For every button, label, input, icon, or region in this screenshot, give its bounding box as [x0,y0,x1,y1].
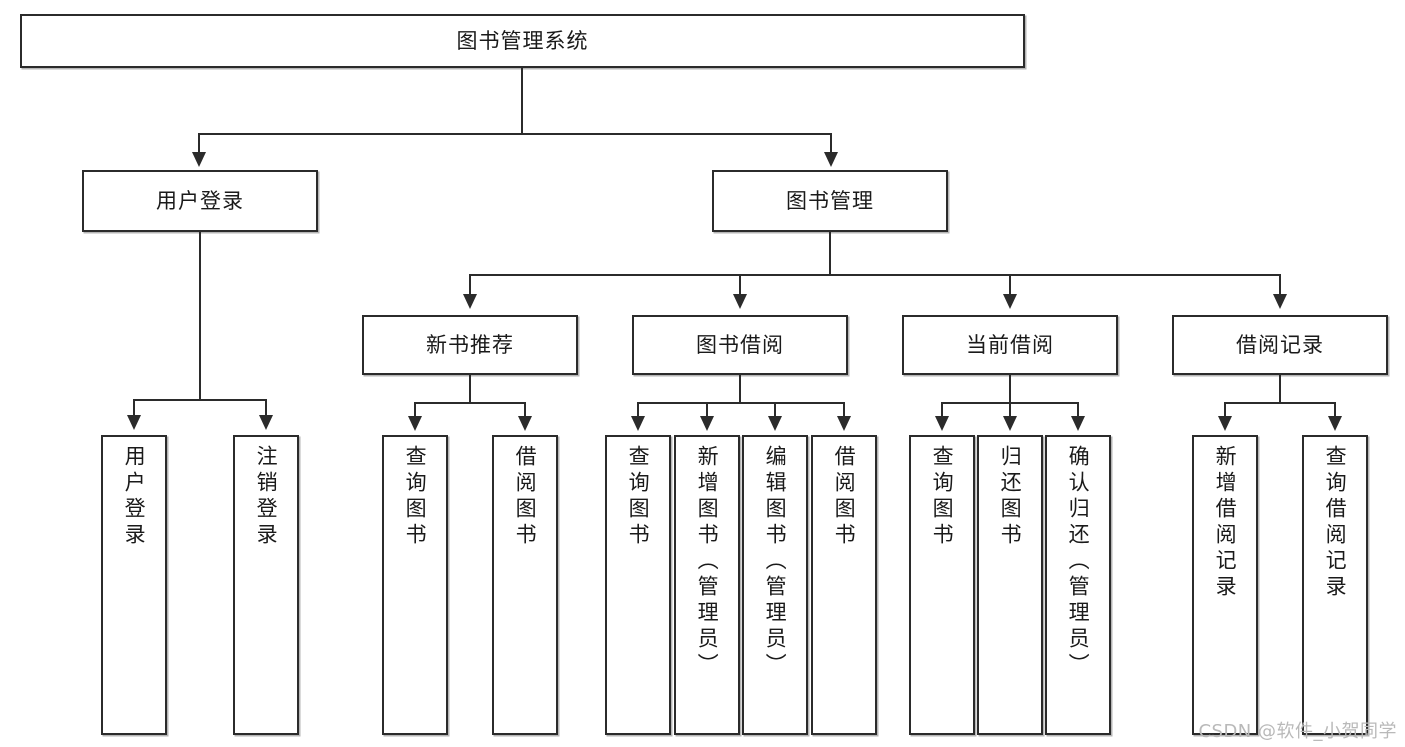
arrow-to-leaf-cb-return [1003,416,1017,431]
arrow-to-book-management [824,152,838,167]
leaf-label: 借阅图书 [832,445,857,549]
arrow-to-leaf-user-login [127,415,141,430]
connector-user-login-stem [199,232,201,400]
connector-newbook-drop-2 [524,402,526,418]
connector-bookborrow-bus [637,402,845,404]
connector-borrowrecord-drop-1 [1224,402,1226,418]
leaf-newbook-borrow-book[interactable]: 借阅图书 [492,435,558,735]
arrow-to-leaf-newbook-borrow [518,416,532,431]
connector-bookborrow-stem [739,375,741,403]
connector-newbook-stem [469,375,471,403]
node-current-borrow[interactable]: 当前借阅 [902,315,1118,375]
connector-currentborrow-drop-1 [941,402,943,418]
leaf-bookborrow-query-book[interactable]: 查询图书 [605,435,671,735]
arrow-to-current-borrow [1003,294,1017,309]
connector-bookborrow-drop-2 [706,402,708,418]
connector-currentborrow-drop-3 [1077,402,1079,418]
node-root-system[interactable]: 图书管理系统 [20,14,1025,68]
connector-borrowrecord-drop-2 [1334,402,1336,418]
connector-bookborrow-drop-1 [637,402,639,418]
leaf-label: 查询图书 [626,445,651,549]
connector-user-login-drop-1 [133,399,135,417]
connector-newbook-drop-1 [414,402,416,418]
arrow-to-leaf-bb-borrow [837,416,851,431]
connector-level3-bus [469,274,1281,276]
connector-borrowrecord-bus [1224,402,1336,404]
leaf-borrowrecord-add-record[interactable]: 新增借阅记录 [1192,435,1258,735]
leaf-user-login[interactable]: 用户登录 [101,435,167,735]
arrow-to-leaf-logout [259,415,273,430]
connector-bookborrow-drop-3 [774,402,776,418]
arrow-to-borrow-record [1273,294,1287,309]
connector-root-stem [521,68,523,134]
connector-borrowrecord-stem [1279,375,1281,403]
arrow-to-new-book-recommend [463,294,477,309]
connector-newbook-bus [414,402,526,404]
node-new-book-recommend[interactable]: 新书推荐 [362,315,578,375]
node-label: 图书管理系统 [456,28,589,53]
node-book-management[interactable]: 图书管理 [712,170,948,232]
csdn-watermark: CSDN @软件_小贺同学 [1198,721,1397,742]
leaf-label: 确认归还（管理员） [1066,445,1091,679]
connector-level3-drop-4 [1279,274,1281,296]
node-label: 图书借阅 [696,332,784,357]
leaf-label: 用户登录 [122,445,147,549]
node-label: 新书推荐 [426,332,514,357]
arrow-to-leaf-cb-confirm [1071,416,1085,431]
connector-level2-drop-right [830,133,832,155]
node-borrow-record[interactable]: 借阅记录 [1172,315,1388,375]
leaf-label: 编辑图书（管理员） [763,445,788,679]
leaf-borrowrecord-query-record[interactable]: 查询借阅记录 [1302,435,1368,735]
node-user-login[interactable]: 用户登录 [82,170,318,232]
connector-user-login-drop-2 [265,399,267,417]
connector-level2-bus [198,133,832,135]
arrow-to-leaf-bb-edit [768,416,782,431]
node-label: 用户登录 [156,188,244,213]
leaf-currentborrow-query-book[interactable]: 查询图书 [909,435,975,735]
connector-bookborrow-drop-4 [843,402,845,418]
leaf-label: 新增借阅记录 [1213,445,1238,601]
connector-level3-drop-3 [1009,274,1011,296]
arrow-to-leaf-br-query [1328,416,1342,431]
leaf-logout[interactable]: 注销登录 [233,435,299,735]
connector-level3-drop-1 [469,274,471,296]
connector-user-login-bus [133,399,267,401]
node-label: 当前借阅 [966,332,1054,357]
leaf-currentborrow-return-book[interactable]: 归还图书 [977,435,1043,735]
connector-level2-drop-left [198,133,200,155]
arrow-to-user-login [192,152,206,167]
leaf-label: 借阅图书 [513,445,538,549]
leaf-label: 查询图书 [403,445,428,549]
leaf-bookborrow-add-book[interactable]: 新增图书（管理员） [674,435,740,735]
arrow-to-leaf-bb-query [631,416,645,431]
connector-book-management-stem [829,232,831,276]
leaf-bookborrow-edit-book[interactable]: 编辑图书（管理员） [742,435,808,735]
arrow-to-leaf-br-add [1218,416,1232,431]
arrow-to-book-borrow [733,294,747,309]
leaf-label: 注销登录 [254,445,279,549]
arrow-to-leaf-newbook-query [408,416,422,431]
arrow-to-leaf-cb-query [935,416,949,431]
node-book-borrow[interactable]: 图书借阅 [632,315,848,375]
node-label: 图书管理 [786,188,874,213]
arrow-to-leaf-bb-add [700,416,714,431]
leaf-label: 查询图书 [930,445,955,549]
connector-level3-drop-2 [739,274,741,296]
leaf-label: 查询借阅记录 [1323,445,1348,601]
leaf-label: 归还图书 [998,445,1023,549]
leaf-currentborrow-confirm-return[interactable]: 确认归还（管理员） [1045,435,1111,735]
connector-currentborrow-drop-2 [1009,402,1011,418]
leaf-label: 新增图书（管理员） [695,445,720,679]
connector-currentborrow-stem [1009,375,1011,403]
node-label: 借阅记录 [1236,332,1324,357]
leaf-newbook-query-book[interactable]: 查询图书 [382,435,448,735]
leaf-bookborrow-borrow-book[interactable]: 借阅图书 [811,435,877,735]
